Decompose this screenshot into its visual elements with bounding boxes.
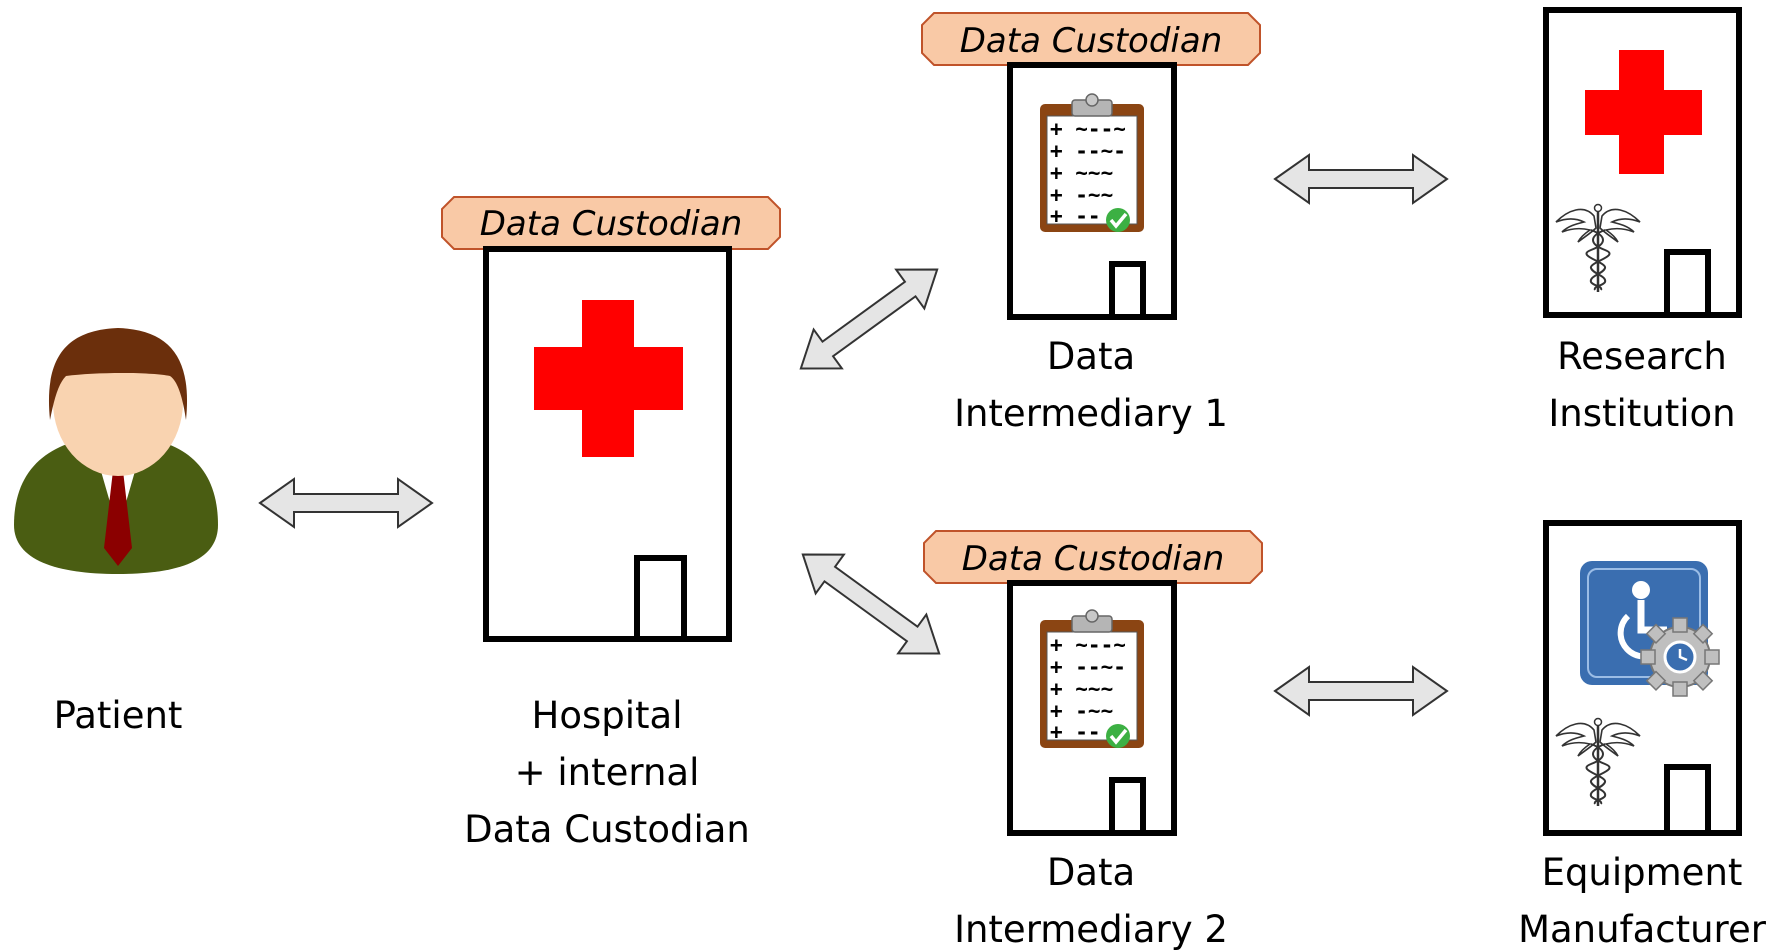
clipboard-line: + ~--~ (1050, 117, 1126, 141)
clipboard-line: + -- (1050, 720, 1101, 744)
red-cross-icon (1585, 50, 1702, 174)
hospital-label-line2: + internal (515, 751, 700, 794)
clipboard-line: + -~~ (1050, 699, 1113, 723)
wheelchair-gear-icon (1580, 561, 1720, 697)
research-label-line1: Research (1557, 335, 1727, 378)
patient-person-icon (14, 328, 218, 574)
intermediary1-research-arrow (1274, 154, 1448, 204)
hospital-label-line3: Data Custodian (464, 808, 750, 851)
intermediary1-label-line1: Data (1047, 335, 1135, 378)
intermediary2-label-line2: Intermediary 2 (954, 908, 1228, 951)
hospital-node: Data Custodian Hospital + internal Data … (441, 196, 781, 851)
intermediary2-node: Data Custodian + ~--~ + --~- + ~~~ + -~~… (923, 530, 1263, 951)
clipboard-line: + ~~~ (1050, 677, 1113, 701)
gear-icon (1640, 617, 1720, 697)
clipboard-line: + -- (1050, 204, 1101, 228)
patient-hospital-arrow (259, 478, 433, 528)
hospital-custodian-tag (441, 196, 781, 250)
hospital-custodian-tag-text: Data Custodian (480, 204, 743, 244)
equipment-label-line2: Manufacturer (1518, 908, 1767, 951)
hospital-label-line1: Hospital (532, 694, 683, 737)
red-cross-icon (534, 300, 683, 457)
intermediary2-custodian-tag-text: Data Custodian (962, 539, 1225, 579)
hospital-intermediary1-arrow (785, 249, 953, 389)
research-node: Research Institution (1543, 7, 1742, 435)
intermediary1-door (1109, 261, 1146, 320)
check-icon (1106, 724, 1130, 748)
clipboard-line: + ~~~ (1050, 161, 1113, 185)
intermediary1-custodian-tag-text: Data Custodian (960, 21, 1223, 61)
patient-node: Patient (14, 328, 218, 737)
check-icon (1106, 208, 1130, 232)
intermediary1-label-line2: Intermediary 1 (954, 392, 1228, 435)
intermediary2-equipment-arrow (1274, 666, 1448, 716)
clipboard-icon: + ~--~ + --~- + ~~~ + -~~ + -- (1039, 609, 1145, 749)
intermediary2-label-line1: Data (1047, 851, 1135, 894)
hospital-door (634, 555, 687, 642)
clipboard-icon: + ~--~ + --~- + ~~~ + -~~ + -- (1039, 93, 1145, 233)
patient-label: Patient (54, 694, 183, 737)
intermediary2-custodian-tag (923, 530, 1263, 584)
equipment-door (1664, 764, 1711, 836)
clipboard-line: + ~--~ (1050, 633, 1126, 657)
research-door (1664, 249, 1711, 318)
research-label-line2: Institution (1548, 392, 1735, 435)
clipboard-line: + --~- (1050, 139, 1126, 163)
equipment-label-line1: Equipment (1542, 851, 1743, 894)
clipboard-line: + --~- (1050, 655, 1126, 679)
intermediary1-custodian-tag (921, 12, 1261, 66)
equipment-node: Equipment Manufacturer (1518, 520, 1767, 951)
intermediary1-node: Data Custodian + ~--~ + --~- + ~~~ + -~~… (921, 12, 1261, 435)
clipboard-line: + -~~ (1050, 183, 1113, 207)
intermediary2-door (1109, 777, 1146, 836)
